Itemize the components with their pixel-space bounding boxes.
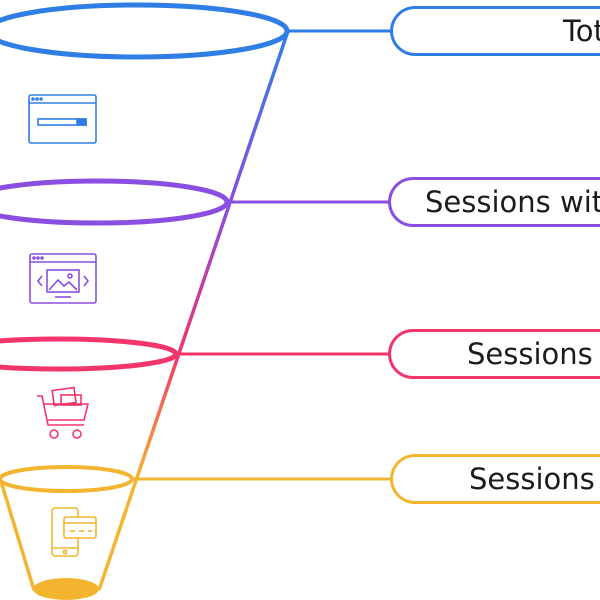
browser-window-icon xyxy=(28,94,97,144)
stage-label-sessions-3: Sessions w xyxy=(388,329,600,379)
stage-ellipse-1 xyxy=(0,2,290,60)
stage-label-text: Sessions v xyxy=(469,462,600,496)
funnel-left-edge xyxy=(0,477,36,591)
stage-label-text: Sessions w xyxy=(467,337,600,371)
mobile-payment-icon xyxy=(51,507,97,557)
shopping-cart-icon xyxy=(37,386,90,439)
stage-label-total: Tot xyxy=(390,6,600,56)
stage-ellipse-4 xyxy=(0,465,134,493)
funnel-bottom xyxy=(33,578,99,600)
stage-ellipse-2 xyxy=(0,178,230,226)
stage-label-sessions-4: Sessions v xyxy=(390,454,600,504)
stage-label-text: Sessions wit xyxy=(425,185,600,219)
stage-ellipse-3 xyxy=(0,336,179,372)
image-gallery-icon xyxy=(29,253,97,304)
funnel-right-edge xyxy=(97,30,290,591)
stage-label-text: Tot xyxy=(563,14,600,48)
stage-label-sessions-2: Sessions wit xyxy=(388,177,600,227)
